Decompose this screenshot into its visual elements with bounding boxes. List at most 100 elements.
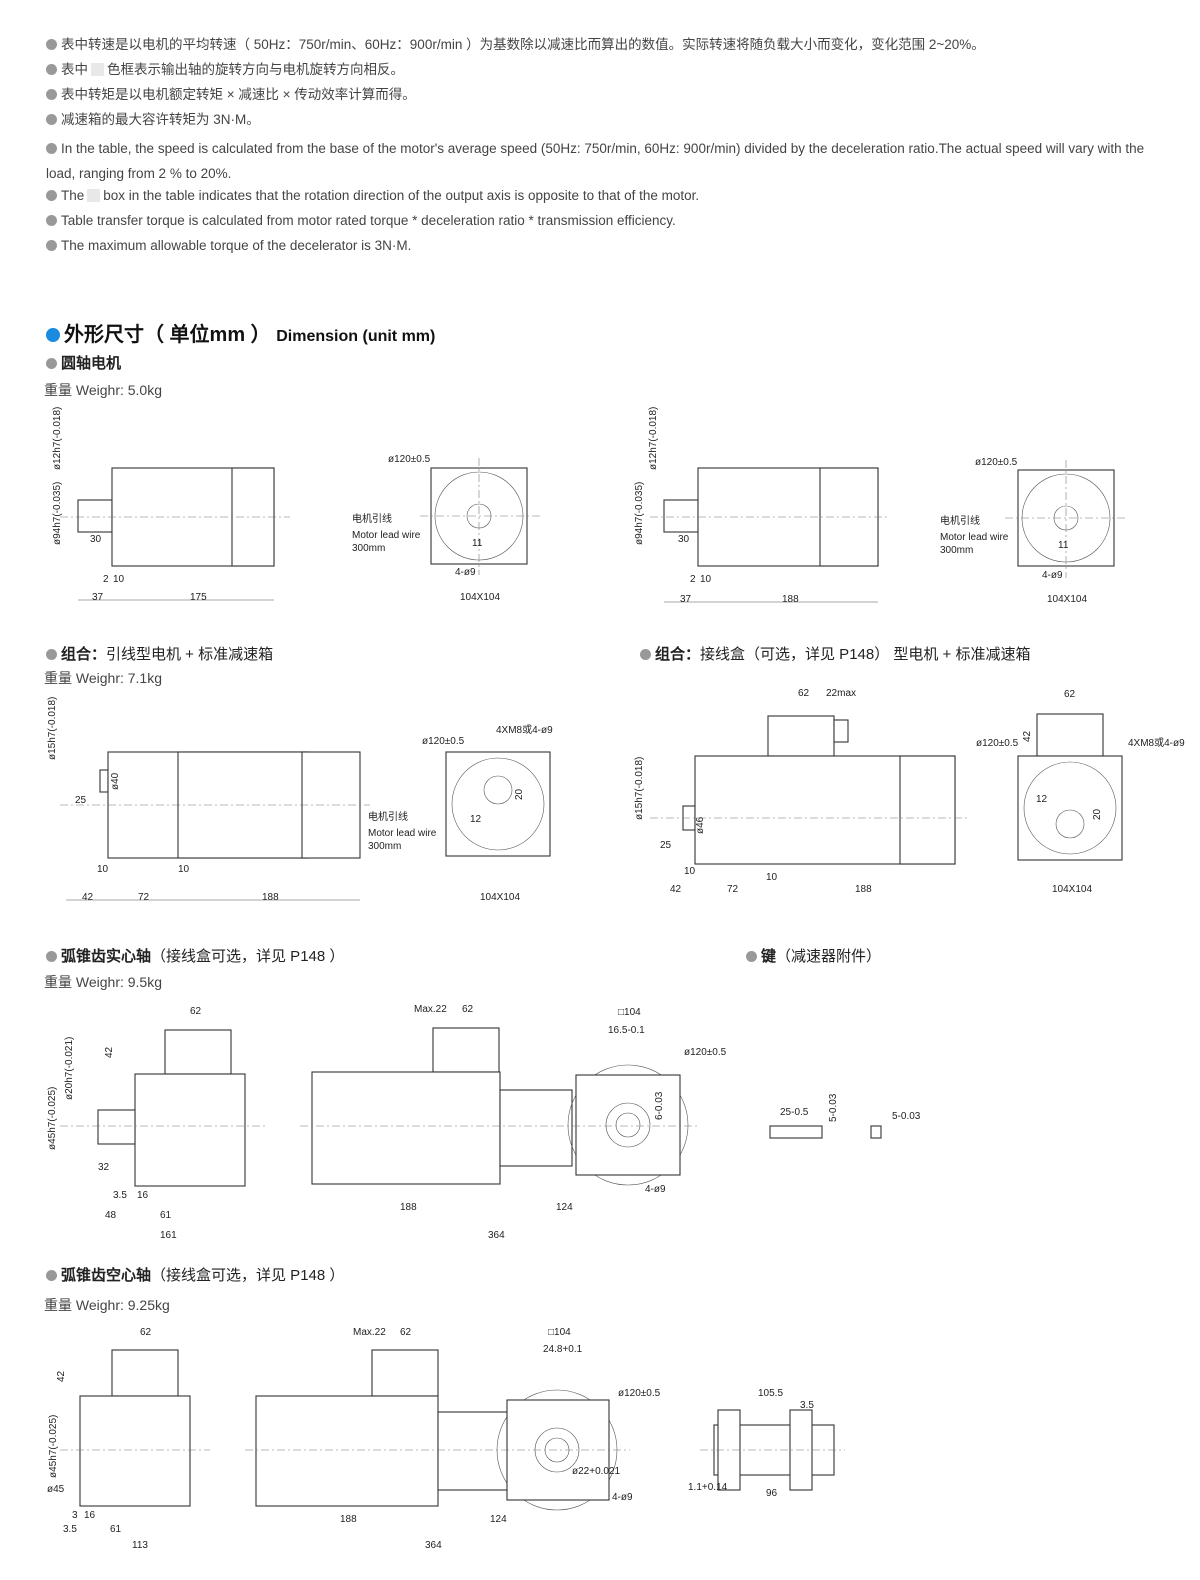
svg-text:364: 364	[488, 1230, 505, 1241]
svg-text:10: 10	[684, 866, 696, 877]
note-cn-3: 表中转矩是以电机额定转矩 × 减速比 × 传动效率计算而得。	[46, 86, 416, 104]
drawing-front-view-1: ø120±0.5 电机引线 Motor lead wire 300mm 11 4…	[352, 454, 540, 603]
svg-text:ø46: ø46	[695, 816, 706, 834]
svg-text:124: 124	[490, 1514, 507, 1525]
svg-text:20: 20	[514, 788, 525, 800]
svg-text:ø12h7(-0.018): ø12h7(-0.018)	[52, 407, 63, 470]
note-en-4: The maximum allowable torque of the dece…	[46, 237, 411, 255]
svg-text:Motor lead wire: Motor lead wire	[940, 532, 1009, 543]
color-box-swatch	[91, 63, 104, 76]
svg-text:300mm: 300mm	[368, 841, 401, 852]
svg-text:ø120±0.5: ø120±0.5	[976, 738, 1019, 749]
svg-text:104X104: 104X104	[1047, 594, 1087, 605]
svg-text:72: 72	[727, 884, 739, 895]
svg-text:3.5: 3.5	[63, 1524, 77, 1535]
svg-text:10: 10	[178, 864, 190, 875]
svg-text:3.5: 3.5	[800, 1400, 814, 1411]
color-box-swatch	[87, 189, 101, 202]
svg-text:364: 364	[425, 1540, 442, 1551]
svg-text:104X104: 104X104	[480, 892, 520, 903]
svg-text:124: 124	[556, 1202, 573, 1213]
svg-text:175: 175	[190, 592, 207, 603]
svg-text:104X104: 104X104	[460, 592, 500, 603]
svg-text:24.8+0.1: 24.8+0.1	[543, 1344, 583, 1355]
svg-text:ø94h7(-0.035): ø94h7(-0.035)	[52, 482, 63, 545]
drawing-key: 25-0.5 5-0.03 5-0.03	[769, 1093, 921, 1139]
svg-text:300mm: 300mm	[940, 545, 973, 556]
svg-text:ø40: ø40	[110, 772, 121, 790]
bevel-hollow-title: 弧锥齿空心轴（接线盒可选，详见 P148 ）	[46, 1264, 344, 1285]
svg-text:22max: 22max	[826, 688, 856, 699]
svg-text:4-ø9: 4-ø9	[612, 1492, 633, 1503]
svg-text:42: 42	[82, 892, 94, 903]
svg-text:188: 188	[340, 1514, 357, 1525]
svg-text:42: 42	[670, 884, 682, 895]
note-cn-1: 表中转速是以电机的平均转速（ 50Hz：750r/min、60Hz：900r/m…	[46, 36, 985, 54]
svg-text:16.5-0.1: 16.5-0.1	[608, 1025, 645, 1036]
svg-text:ø45h7(-0.025): ø45h7(-0.025)	[47, 1087, 58, 1150]
svg-text:电机引线: 电机引线	[940, 514, 980, 527]
svg-text:ø120±0.5: ø120±0.5	[388, 454, 431, 465]
combo-box-title: 组合：接线盒（可选，详见 P148） 型电机 + 标准减速箱	[640, 643, 1030, 664]
section-title: 外形尺寸（ 单位mm ） Dimension (unit mm)	[46, 318, 435, 347]
svg-text:188: 188	[262, 892, 279, 903]
key-title: 键（减速器附件）	[746, 945, 881, 966]
note-cn-4: 减速箱的最大容许转矩为 3N·M。	[46, 111, 260, 129]
svg-text:42: 42	[1022, 730, 1033, 742]
svg-text:61: 61	[160, 1210, 172, 1221]
svg-text:ø120±0.5: ø120±0.5	[975, 457, 1018, 468]
svg-text:37: 37	[92, 592, 104, 603]
svg-text:电机引线: 电机引线	[352, 512, 392, 525]
svg-text:ø120±0.5: ø120±0.5	[422, 736, 465, 747]
svg-text:10: 10	[700, 574, 712, 585]
svg-text:6-0.03: 6-0.03	[654, 1091, 665, 1120]
svg-text:25: 25	[75, 795, 87, 806]
svg-text:105.5: 105.5	[758, 1388, 783, 1399]
svg-text:2: 2	[103, 574, 109, 585]
svg-text:ø15h7(-0.018): ø15h7(-0.018)	[634, 757, 645, 820]
svg-text:□104: □104	[618, 1007, 641, 1018]
svg-text:16: 16	[137, 1190, 149, 1201]
svg-text:Max.22: Max.22	[414, 1004, 447, 1015]
drawing-hollow-shaft-section: 105.5 3.5 1.1+0.14 96	[688, 1388, 845, 1499]
svg-text:188: 188	[855, 884, 872, 895]
svg-text:72: 72	[138, 892, 150, 903]
svg-text:62: 62	[400, 1327, 412, 1338]
svg-text:Motor lead wire: Motor lead wire	[352, 530, 421, 541]
svg-text:42: 42	[104, 1046, 115, 1058]
svg-text:电机引线: 电机引线	[368, 810, 408, 823]
svg-text:188: 188	[400, 1202, 417, 1213]
svg-text:ø120±0.5: ø120±0.5	[684, 1047, 727, 1058]
svg-text:11: 11	[1058, 540, 1069, 551]
svg-text:4-ø9: 4-ø9	[645, 1184, 666, 1195]
svg-text:48: 48	[105, 1210, 117, 1221]
svg-text:1.1+0.14: 1.1+0.14	[688, 1482, 728, 1493]
svg-text:62: 62	[1064, 689, 1076, 700]
svg-text:4-ø9: 4-ø9	[455, 567, 476, 578]
svg-text:20: 20	[1092, 808, 1103, 820]
svg-text:5-0.03: 5-0.03	[892, 1111, 921, 1122]
svg-text:10: 10	[97, 864, 109, 875]
svg-text:2: 2	[690, 574, 696, 585]
note-en-3: Table transfer torque is calculated from…	[46, 212, 676, 230]
svg-text:32: 32	[98, 1162, 110, 1173]
svg-text:ø45: ø45	[47, 1484, 65, 1495]
svg-text:61: 61	[110, 1524, 122, 1535]
svg-text:25: 25	[660, 840, 672, 851]
svg-text:11: 11	[472, 538, 483, 549]
svg-text:□104: □104	[548, 1327, 571, 1338]
svg-text:4XM8或4-ø9: 4XM8或4-ø9	[496, 724, 553, 736]
svg-text:12: 12	[470, 814, 482, 825]
note-cn-2: 表中色框表示输出轴的旋转方向与电机旋转方向相反。	[46, 61, 404, 79]
svg-text:3.5: 3.5	[113, 1190, 127, 1201]
svg-text:4-ø9: 4-ø9	[1042, 570, 1063, 581]
svg-text:ø22+0.021: ø22+0.021	[572, 1466, 621, 1477]
combo-lead-title: 组合：引线型电机 + 标准减速箱	[46, 643, 273, 664]
svg-text:300mm: 300mm	[352, 543, 385, 554]
